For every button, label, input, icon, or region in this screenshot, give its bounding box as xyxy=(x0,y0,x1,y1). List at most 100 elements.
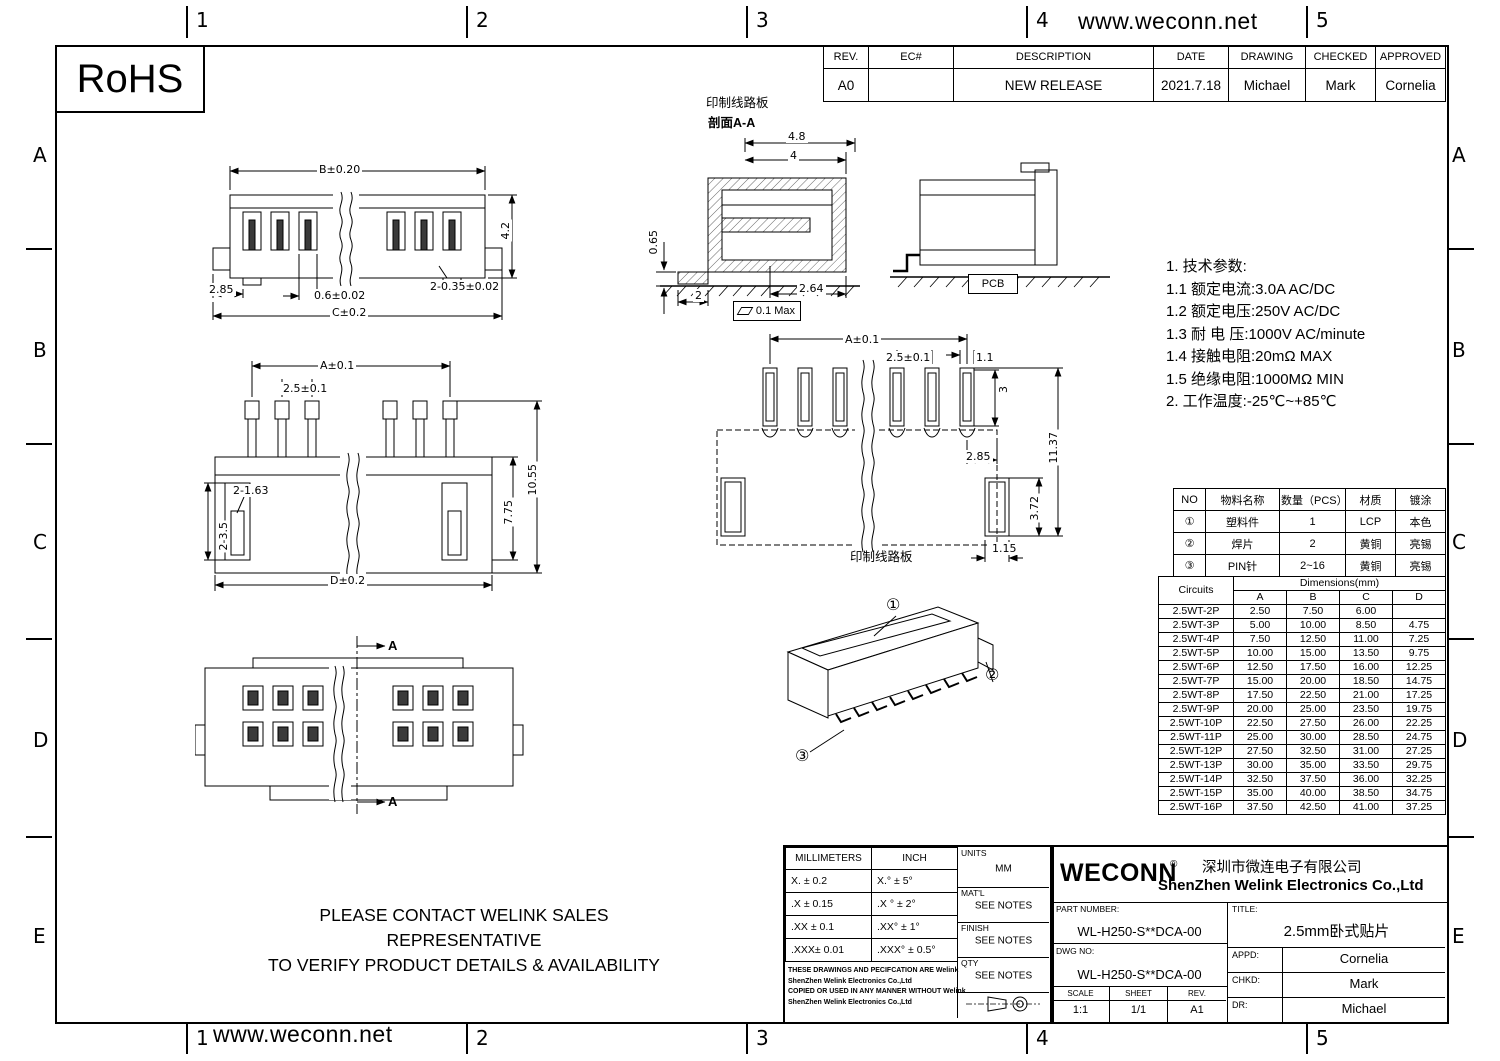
title-cell: TITLE: 2.5mm卧式贴片 xyxy=(1228,902,1445,948)
grid-tick xyxy=(1306,1022,1308,1054)
dim-label-2-85: 2.85 xyxy=(207,283,236,296)
parts-row: ② 焊片 2 黄铜 亮锡 xyxy=(1173,532,1446,555)
dim-label-b: B±0.20 xyxy=(317,163,363,176)
chkd-row: CHKD: Mark xyxy=(1228,972,1445,998)
grid-row-c: C xyxy=(33,530,47,554)
dim-a-cell: 2.50 xyxy=(1233,604,1287,619)
circuit-cell: 2.5WT-13P xyxy=(1158,758,1234,773)
parts-material-cell: 黄铜 xyxy=(1345,554,1396,577)
col-b-header: B xyxy=(1286,590,1340,605)
note-line: 1.1 额定电流:3.0A AC/DC xyxy=(1166,280,1336,298)
dims-row: 2.5WT-11P 25.00 30.00 28.50 24.75 xyxy=(1158,730,1447,745)
date-cell: 2021.7.18 xyxy=(1153,68,1229,102)
grid-row-c2: C xyxy=(1452,530,1466,554)
dims-row: 2.5WT-12P 27.50 32.50 31.00 27.25 xyxy=(1158,744,1447,759)
tolerance-block: MILLIMETERS INCH X. ± 0.2 X.° ± 5° .X ± … xyxy=(783,845,1054,1024)
rev-label-tb: REV. xyxy=(1168,987,1226,1001)
grid-tick xyxy=(1026,1022,1028,1054)
parts-table: NO 物料名称 数量（PCS） 材质 镀涂 ① 塑料件 1 LCP 本色 xyxy=(1173,488,1446,577)
contact-note: PLEASE CONTACT WELINK SALES REPRESENTATI… xyxy=(268,903,660,978)
dim-b-cell: 10.00 xyxy=(1286,618,1340,633)
millimeters-header: MILLIMETERS xyxy=(785,847,872,870)
dims-row: 2.5WT-15P 35.00 40.00 38.50 34.75 xyxy=(1158,786,1447,801)
grid-tick xyxy=(26,638,52,640)
dim-b-cell: 7.50 xyxy=(1286,604,1340,619)
pad-layout-drawing xyxy=(716,334,1063,562)
tolerance-inch-cell: X.° ± 5° xyxy=(871,869,958,893)
flatness-value: 0.1 Max xyxy=(755,305,796,317)
parts-no-header: NO xyxy=(1173,488,1206,511)
balloon-2: ② xyxy=(985,667,1000,684)
flatness-icon xyxy=(736,307,754,315)
parts-row: ① 塑料件 1 LCP 本色 xyxy=(1173,510,1446,533)
parts-plating-cell: 亮锡 xyxy=(1395,554,1446,577)
grid-col-2: 2 xyxy=(476,8,489,32)
company-name-cn: 深圳市微连电子有限公司 xyxy=(1202,860,1362,876)
revision-row: A0 NEW RELEASE 2021.7.18 Michael Mark Co… xyxy=(823,68,1446,102)
balloon-3: ③ xyxy=(795,748,810,765)
dim-b-cell: 37.50 xyxy=(1286,772,1340,787)
dim-b-cell: 35.00 xyxy=(1286,758,1340,773)
circuit-cell: 2.5WT-6P xyxy=(1158,660,1234,675)
grid-col-4b: 4 xyxy=(1036,1026,1049,1050)
parts-qty-cell: 2~16 xyxy=(1279,554,1346,577)
description-header: DESCRIPTION xyxy=(953,45,1154,69)
finish-value: SEE NOTES xyxy=(974,935,1033,947)
parts-name-cell: PIN针 xyxy=(1205,554,1280,577)
dim-d-cell: 19.75 xyxy=(1391,702,1447,717)
dim-c-cell: 28.50 xyxy=(1339,730,1393,745)
contact-line-2: TO VERIFY PRODUCT DETAILS & AVAILABILITY xyxy=(268,955,660,975)
dim-c-cell: 38.50 xyxy=(1339,786,1393,801)
dim-a-cell: 12.50 xyxy=(1233,660,1287,675)
dim-c-cell: 18.50 xyxy=(1339,674,1393,689)
dim-a-cell: 15.00 xyxy=(1233,674,1287,689)
pad-pcb-note: 印制线路板 xyxy=(850,550,913,564)
ec-cell xyxy=(868,68,954,102)
tolerance-inch-cell: .XXX° ± 0.5° xyxy=(871,938,958,962)
section-arrow-label-bottom: A xyxy=(388,794,398,809)
appd-row: APPD: Cornelia xyxy=(1228,947,1445,973)
scale-value: 1:1 xyxy=(1072,1004,1089,1016)
flatness-tolerance: 0.1 Max xyxy=(733,301,801,321)
qty-label: QTY xyxy=(961,958,979,968)
dim-label-3: 3 xyxy=(997,384,1010,395)
circuit-cell: 2.5WT-4P xyxy=(1158,632,1234,647)
dim-a-cell: 10.00 xyxy=(1233,646,1287,661)
parts-header-row: NO 物料名称 数量（PCS） 材质 镀涂 xyxy=(1173,488,1446,511)
dim-b-cell: 40.00 xyxy=(1286,786,1340,801)
tolerance-row: .XXX± 0.01 .XXX° ± 0.5° xyxy=(785,938,958,962)
tolerance-header-row: MILLIMETERS INCH xyxy=(785,847,958,870)
note-line: 1.5 绝缘电阻:1000MΩ MIN xyxy=(1166,370,1344,388)
circuit-cell: 2.5WT-7P xyxy=(1158,674,1234,689)
dim-b-cell: 25.00 xyxy=(1286,702,1340,717)
qty-value: SEE NOTES xyxy=(974,970,1033,982)
dim-c-cell: 16.00 xyxy=(1339,660,1393,675)
grid-tick xyxy=(746,1022,748,1054)
dim-d-cell: 37.25 xyxy=(1391,800,1447,815)
grid-row-a: A xyxy=(33,143,47,167)
col-c-header: C xyxy=(1339,590,1393,605)
parts-plating-header: 镀涂 xyxy=(1395,488,1446,511)
sheet-label: SHEET xyxy=(1110,987,1167,1001)
dim-label-7-75: 7.75 xyxy=(502,498,515,527)
dr-value: Michael xyxy=(1341,1001,1387,1016)
dwg-no-value: WL-H250-S**DCA-00 xyxy=(1077,967,1202,982)
grid-col-5: 5 xyxy=(1316,8,1329,32)
dim-label-2-0-35: 2-0.35±0.02 xyxy=(428,280,502,293)
projection-symbol-icon xyxy=(966,996,1040,1012)
tolerance-mm-cell: .XXX± 0.01 xyxy=(785,938,872,962)
grid-tick xyxy=(26,836,52,838)
dimensions-table: Circuits Dimensions(mm) A B C D 2.5WT-2P… xyxy=(1158,576,1447,815)
checked-header: CHECKED xyxy=(1305,45,1376,69)
parts-no-cell: ① xyxy=(1173,510,1206,533)
bottom-view-drawing xyxy=(195,636,524,814)
circuit-cell: 2.5WT-15P xyxy=(1158,786,1234,801)
part-number-label: PART NUMBER: xyxy=(1056,904,1120,914)
part-number-cell: PART NUMBER: WL-H250-S**DCA-00 xyxy=(1052,902,1228,944)
units-label: UNITS xyxy=(961,848,987,858)
dim-d-cell: 29.75 xyxy=(1391,758,1447,773)
dim-a-cell: 35.00 xyxy=(1233,786,1287,801)
grid-col-3: 3 xyxy=(756,8,769,32)
qty-cell: QTY SEE NOTES xyxy=(957,957,1049,993)
